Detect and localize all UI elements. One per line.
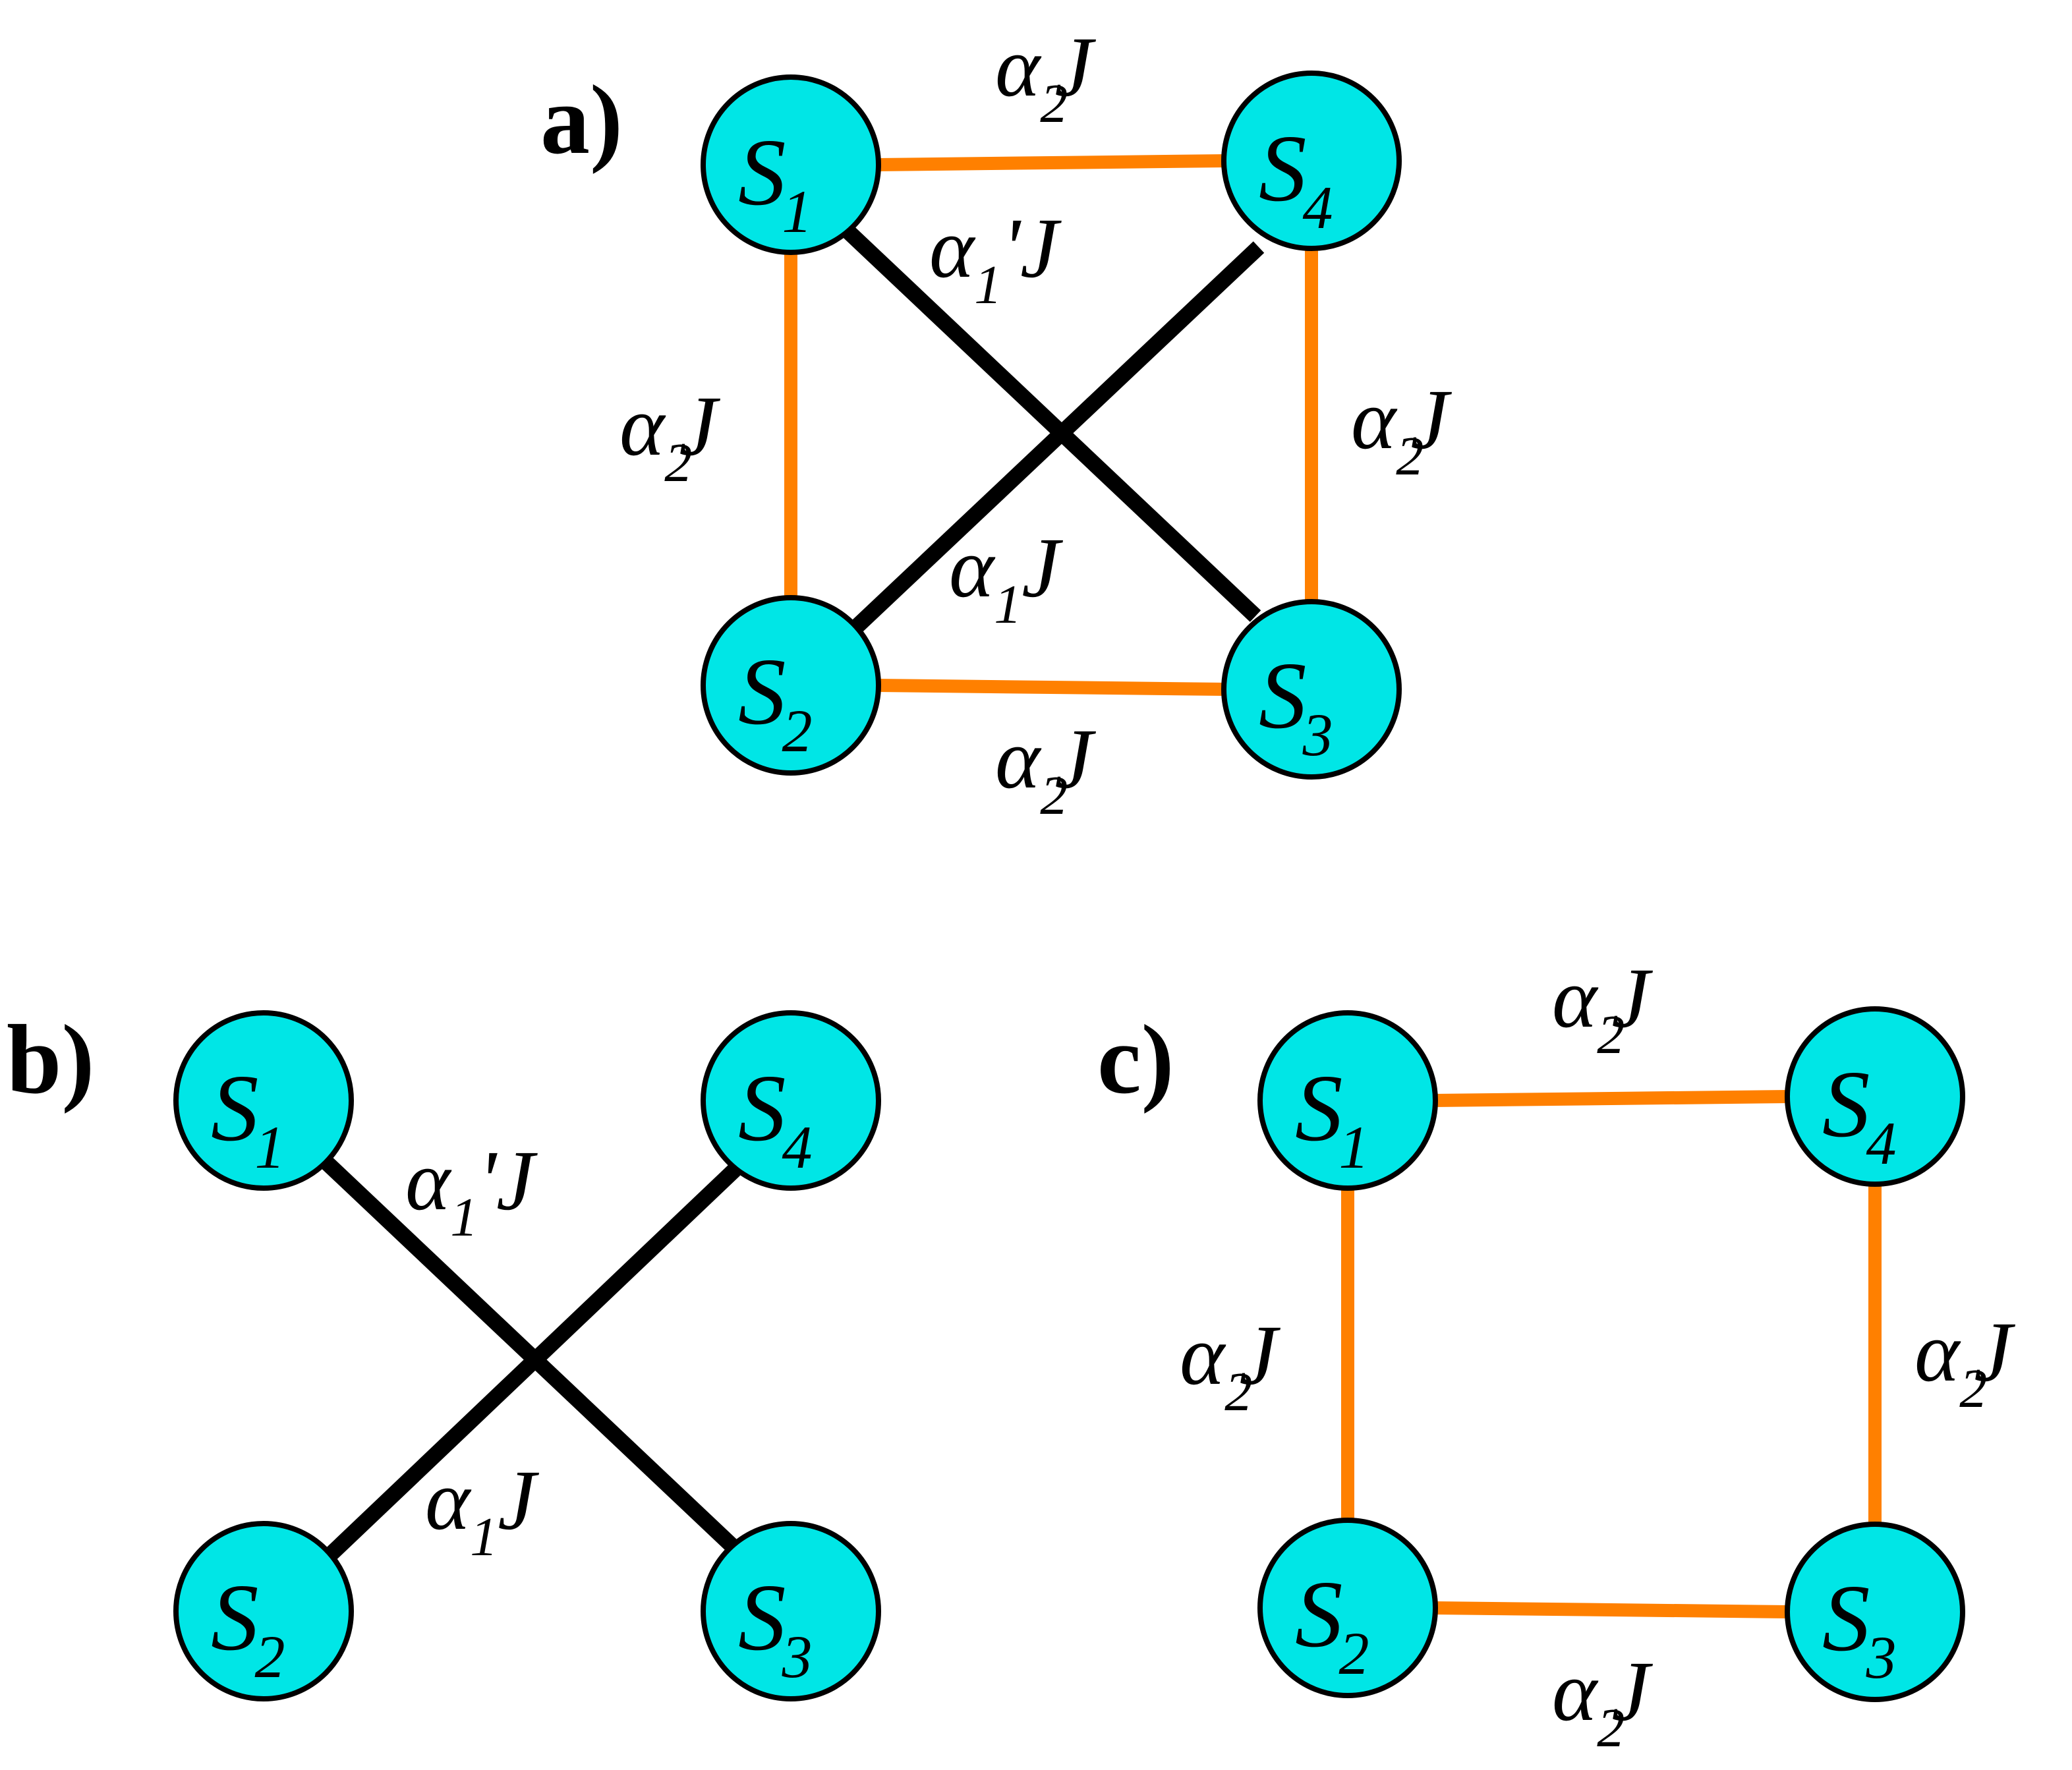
coupling-a-diag-upper: α1'J — [929, 201, 1062, 316]
bond-a-s1-s3 — [834, 218, 1261, 622]
coupling-a-bottom: α2J — [995, 712, 1096, 826]
node-a-s1: S1 — [701, 74, 881, 255]
bond-a-s2-s3 — [876, 679, 1226, 696]
node-a-s4: S4 — [1221, 71, 1402, 251]
node-b-s3: S3 — [701, 1521, 881, 1701]
bond-c-s2-s3 — [1433, 1601, 1790, 1618]
node-b-s4: S4 — [701, 1010, 881, 1191]
svg-text:S2: S2 — [211, 1565, 285, 1690]
coupling-c-right: α2J — [1914, 1305, 2015, 1419]
panel-c: c) S1 S4 S2 S3 α2J α2J α2J α2J — [1097, 951, 2015, 1759]
svg-text:S4: S4 — [1259, 116, 1333, 241]
svg-text:S1: S1 — [1295, 1056, 1369, 1181]
svg-text:S2: S2 — [1295, 1562, 1369, 1687]
node-b-s2: S2 — [173, 1521, 354, 1701]
node-c-s4: S4 — [1785, 1006, 1965, 1187]
svg-text:S2: S2 — [738, 639, 813, 764]
bond-a-s4-s2 — [841, 241, 1265, 642]
coupling-a-diag-lower: α1J — [949, 521, 1063, 635]
coupling-b-diag-lower: α1J — [425, 1453, 539, 1568]
coupling-c-left: α2J — [1180, 1308, 1281, 1423]
panel-a-label: a) — [540, 65, 623, 175]
node-a-s2: S2 — [701, 595, 881, 776]
panel-b-label: b) — [7, 1005, 94, 1114]
coupling-b-diag-upper: α1'J — [405, 1133, 538, 1248]
bond-b-s4-s2 — [317, 1164, 741, 1568]
node-c-s3: S3 — [1785, 1522, 1965, 1702]
panel-c-label: c) — [1097, 1005, 1174, 1114]
bond-c-s1-s4 — [1433, 1090, 1790, 1107]
node-c-s1: S1 — [1257, 1010, 1438, 1191]
coupling-a-left: α2J — [619, 379, 720, 494]
bond-a-s1-s4 — [876, 154, 1226, 171]
svg-text:S1: S1 — [738, 120, 813, 245]
svg-text:S3: S3 — [1259, 643, 1333, 768]
coupling-c-top: α2J — [1552, 951, 1653, 1066]
svg-text:S1: S1 — [211, 1056, 285, 1181]
svg-text:S3: S3 — [738, 1565, 813, 1690]
panel-a: a) S1 S4 S2 S3 α2J α2J α2J α2J α1'J — [540, 20, 1452, 826]
node-a-s3: S3 — [1221, 599, 1402, 780]
panel-b: b) S1 S4 S2 S3 α1'J α1J — [7, 1005, 881, 1701]
svg-text:S3: S3 — [1822, 1566, 1897, 1691]
node-c-s2: S2 — [1257, 1518, 1438, 1698]
bond-b-s1-s3 — [304, 1141, 737, 1551]
node-b-s1: S1 — [173, 1010, 354, 1191]
svg-text:S4: S4 — [738, 1056, 813, 1181]
coupling-a-right: α2J — [1351, 372, 1452, 487]
coupling-c-bottom: α2J — [1552, 1644, 1653, 1759]
coupling-a-top: α2J — [995, 20, 1096, 134]
svg-text:S4: S4 — [1822, 1052, 1897, 1177]
